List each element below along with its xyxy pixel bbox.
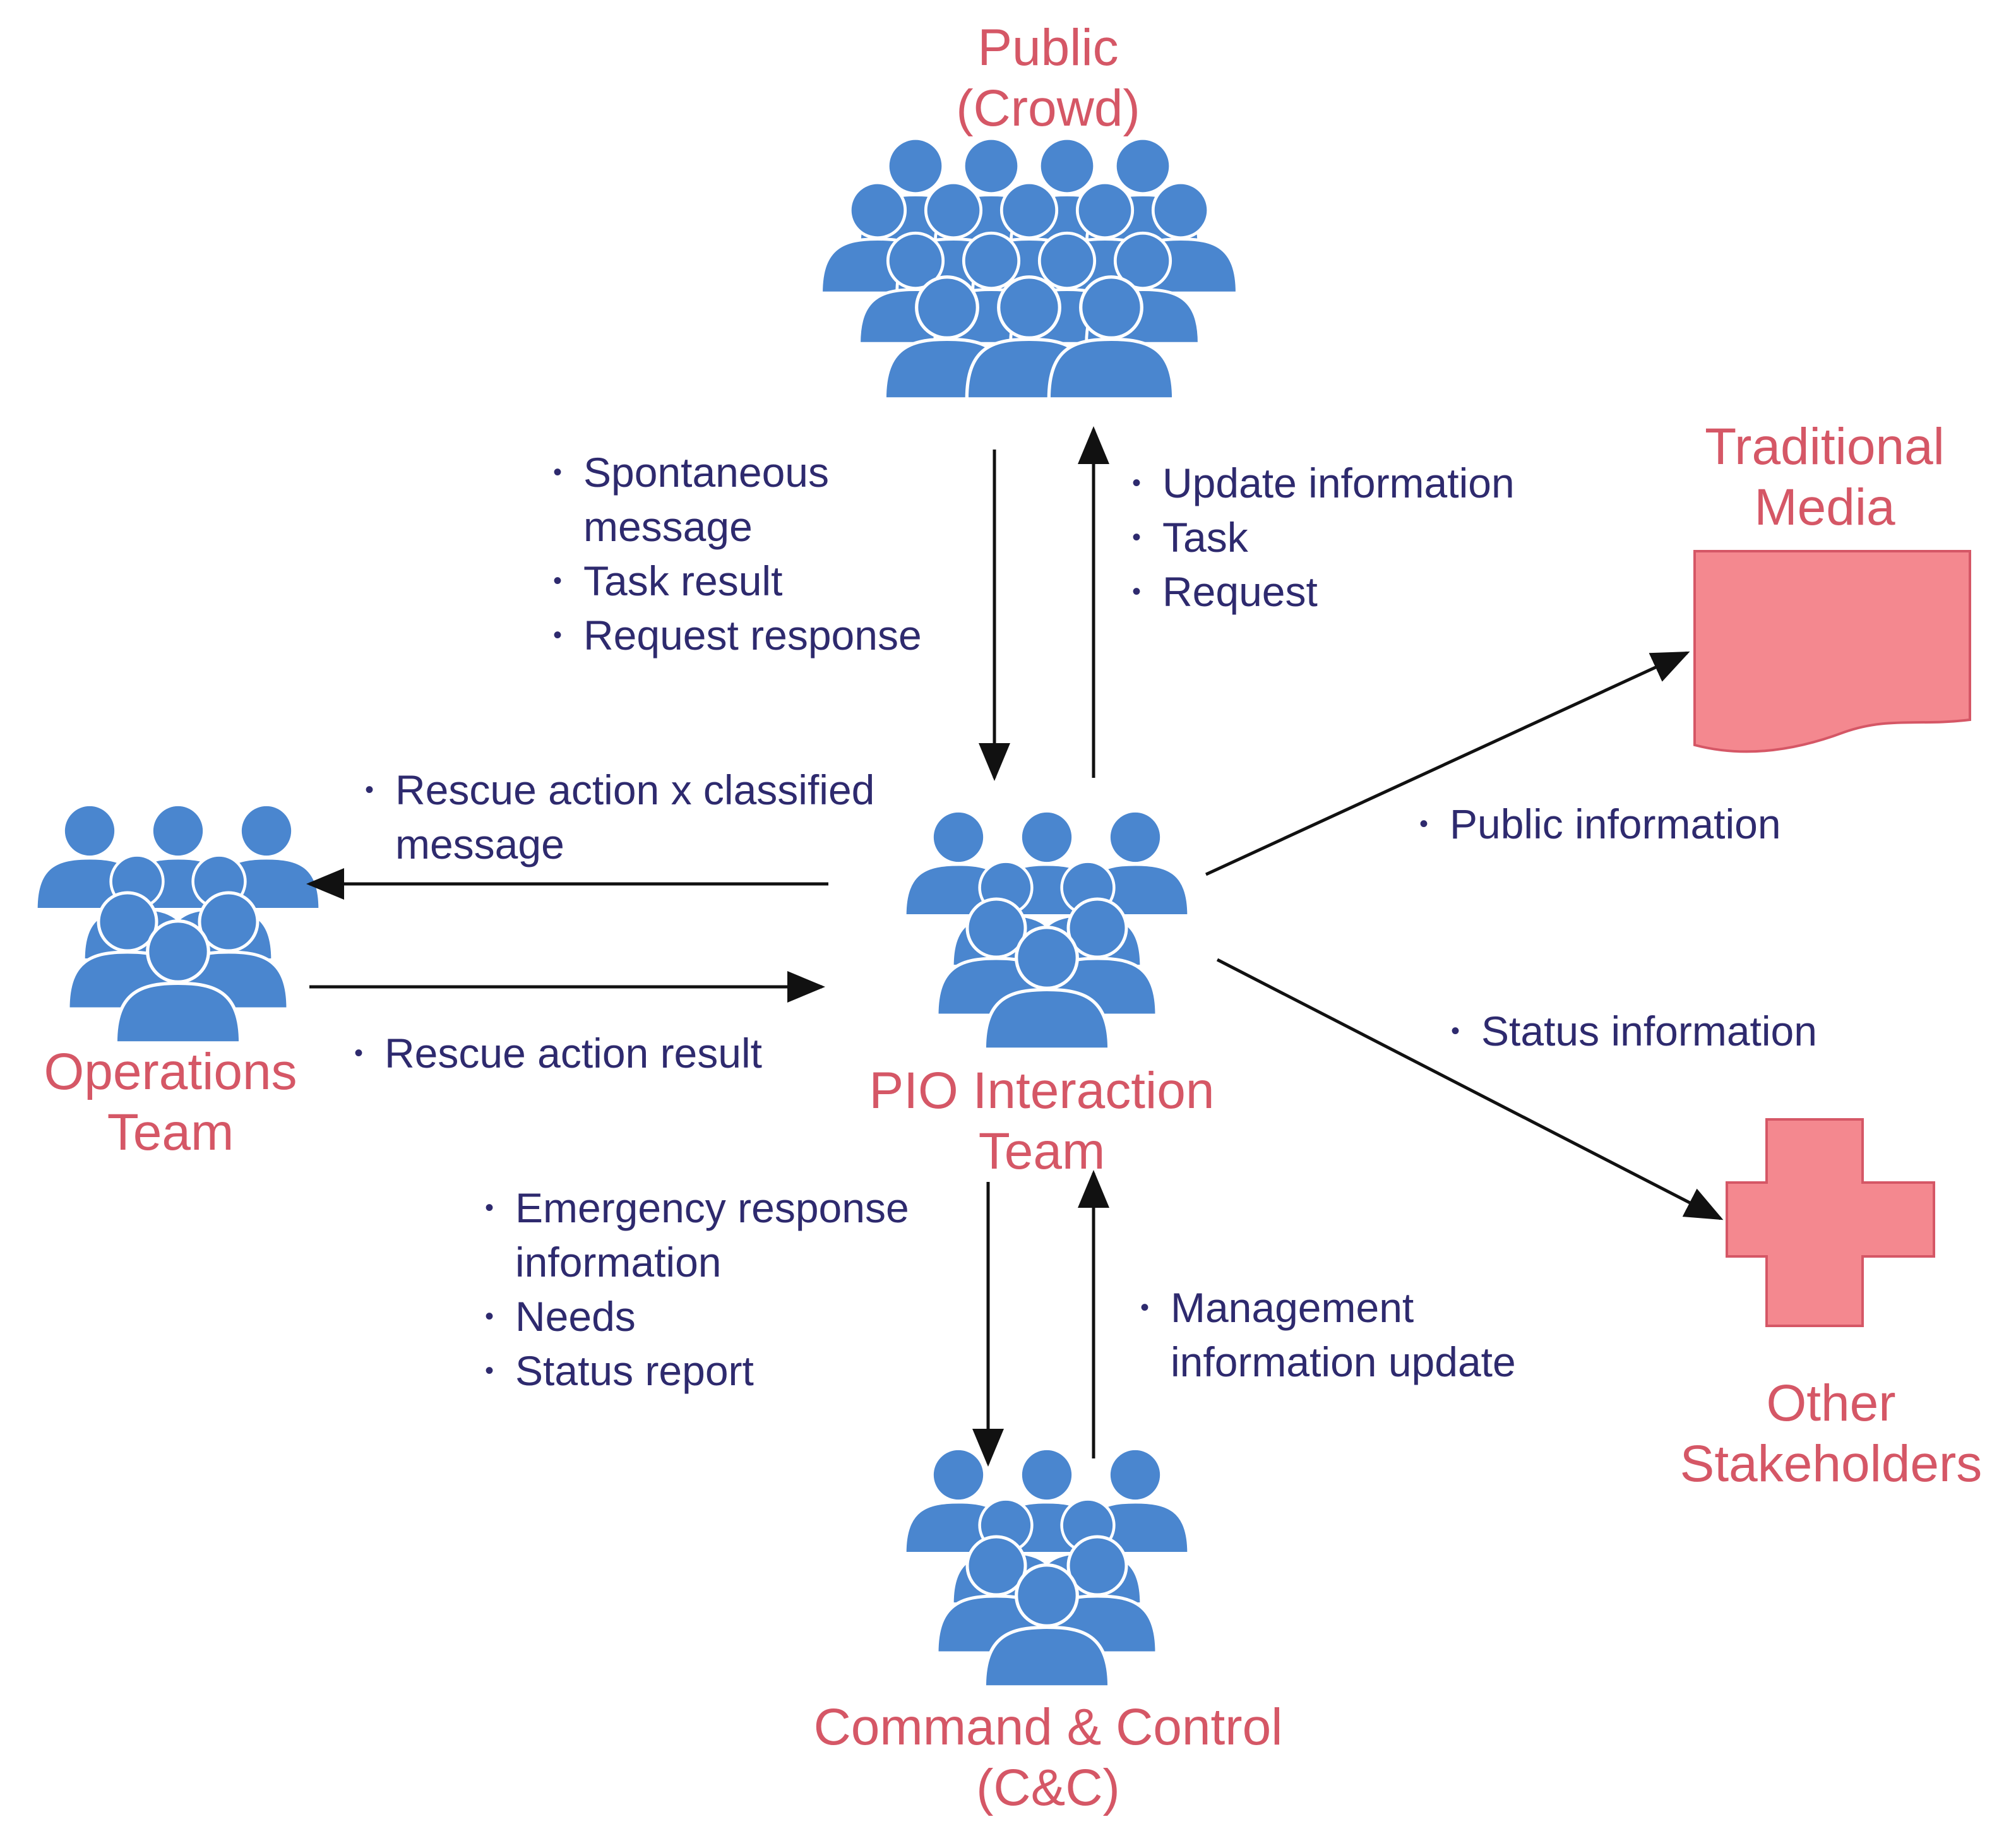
command-to-pio-messages: • Management information update	[1135, 1280, 1516, 1389]
bullet-icon: •	[1419, 810, 1429, 838]
pio-label-line-2: Team	[978, 1123, 1106, 1180]
pio-to-operations-messages: • Rescue action x classified message	[360, 763, 874, 871]
command-label-line-2: (C&C)	[976, 1759, 1120, 1816]
public-crowd-label: Public (Crowd)	[897, 18, 1200, 139]
pio-to-media-messages: • Public information	[1414, 797, 1781, 851]
message-text: Public information	[1450, 801, 1781, 847]
command-control-label: Command & Control (C&C)	[770, 1697, 1326, 1818]
pio-label-line-1: PIO Interaction	[869, 1062, 1215, 1119]
message-text: Spontaneous	[583, 449, 830, 496]
message-text: Status information	[1481, 1008, 1817, 1054]
message-item: • Task result	[548, 554, 922, 608]
message-text: message	[583, 503, 753, 550]
operations-label-line-2: Team	[107, 1104, 234, 1161]
message-item: • Status information	[1446, 1004, 1817, 1058]
message-item: • Status report	[480, 1344, 909, 1398]
message-text: Status report	[515, 1347, 754, 1394]
bullet-icon: •	[553, 567, 563, 595]
other-stakeholders-label: Other Stakeholders	[1661, 1373, 2001, 1494]
bullet-icon: •	[365, 776, 374, 804]
message-text: information update	[1171, 1338, 1516, 1385]
arrow-pio-to-stakeholders	[1216, 958, 1724, 1220]
message-text: Update information	[1162, 460, 1515, 506]
bullet-icon: •	[485, 1194, 494, 1222]
bullet-icon: •	[485, 1357, 494, 1385]
message-item: • Emergency response information	[480, 1181, 909, 1289]
message-text: message	[395, 821, 564, 867]
pio-team-icon	[905, 811, 1188, 1049]
pio-to-stakeholders-messages: • Status information	[1446, 1004, 1817, 1058]
pio-to-public-messages: • Update information • Task • Request	[1127, 456, 1515, 619]
message-item: • Needs	[480, 1289, 909, 1344]
message-text: Request response	[583, 612, 922, 659]
message-item: • Rescue action x classified message	[360, 763, 874, 871]
message-item: • Management information update	[1135, 1280, 1516, 1389]
operations-label-line-1: Operations	[44, 1043, 297, 1100]
public-label-line-2: (Crowd)	[956, 80, 1140, 137]
operations-to-pio-messages: • Rescue action result	[349, 1026, 762, 1080]
message-item: • Update information	[1127, 456, 1515, 510]
stakeholders-label-line-2: Stakeholders	[1679, 1435, 1983, 1493]
bullet-icon: •	[354, 1039, 364, 1067]
message-text: Needs	[515, 1293, 636, 1340]
public-crowd-icon	[821, 138, 1238, 399]
message-text: Emergency response	[515, 1184, 909, 1231]
message-text: Management	[1171, 1284, 1414, 1331]
bullet-icon: •	[553, 621, 563, 649]
message-item: • Task	[1127, 510, 1515, 564]
command-label-line-1: Command & Control	[813, 1698, 1283, 1756]
message-text: Task result	[583, 557, 783, 604]
public-label-line-1: Public	[977, 19, 1119, 76]
message-text: Rescue action x classified	[395, 766, 875, 813]
other-stakeholders-cross-icon	[1726, 1118, 1935, 1327]
arrow-pio-to-media	[1205, 651, 1690, 876]
message-item: • Spontaneous message	[548, 445, 922, 554]
operations-team-icon	[36, 805, 319, 1043]
media-label-line-1: Traditional	[1705, 418, 1945, 475]
message-text: Request	[1162, 568, 1318, 615]
command-control-icon	[905, 1449, 1188, 1687]
message-text: Task	[1162, 514, 1248, 561]
message-text: information	[515, 1239, 722, 1285]
operations-team-label: Operations Team	[13, 1042, 328, 1163]
traditional-media-document-icon	[1693, 550, 1971, 753]
message-item: • Request response	[548, 608, 922, 662]
message-item: • Request	[1127, 564, 1515, 619]
bullet-icon: •	[1451, 1017, 1460, 1045]
bullet-icon: •	[1132, 578, 1142, 605]
public-to-pio-messages: • Spontaneous message • Task result • Request …	[548, 445, 922, 662]
media-label-line-2: Media	[1754, 479, 1895, 536]
bullet-icon: •	[1132, 523, 1142, 551]
pio-to-command-messages: • Emergency response information • Needs • Sta…	[480, 1181, 909, 1398]
bullet-icon: •	[553, 458, 563, 486]
bullet-icon: •	[485, 1303, 494, 1330]
message-text: Rescue action result	[385, 1030, 762, 1076]
message-item: • Public information	[1414, 797, 1781, 851]
bullet-icon: •	[1132, 469, 1142, 497]
message-item: • Rescue action result	[349, 1026, 762, 1080]
traditional-media-label: Traditional Media	[1667, 417, 1983, 538]
stakeholders-label-line-1: Other	[1766, 1374, 1896, 1432]
bullet-icon: •	[1140, 1294, 1150, 1321]
pio-team-label: PIO Interaction Team	[833, 1061, 1250, 1182]
